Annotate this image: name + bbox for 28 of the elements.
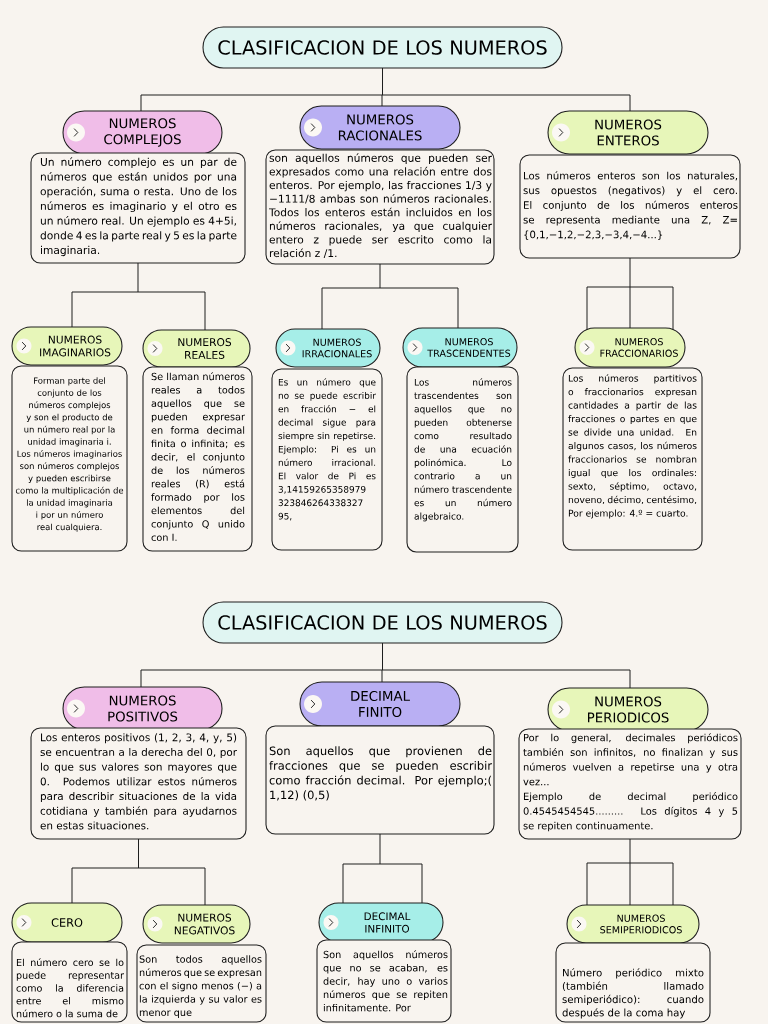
text-box: Los números partitivos o fraccionarios expresan cantidades a partir de las fracciones o partes en que se divide una unidad. En algunos casos, los números fraccionarios se nombran igual que los ordinales: sexto, séptimo, octavo, noveno, décimo, centésimo, Por ejemplo: 4.º = cuarto. xyxy=(562,367,703,551)
text-box: Un número complejo es un par de números que están unidos por una operación, suma o resta. Uno de los números es imaginario y el otro es un número real. Un ejemplo es 4+5i, donde 4 es la parte real y 5 es la parte imaginaria. xyxy=(30,152,246,264)
text-box: Son todos aquellos números que se expresan con el signo menos (−) a la izquierda y su valor es menor que xyxy=(136,944,267,1023)
connector-line xyxy=(71,838,206,906)
text-box: Por lo general, decimales periódicos también son infinitos, no finalizan y sus números vuelven a repetirse una y otra vez... Ejemplo de decimal periódico 0.4545454545......... Los dígitos 4 y 5 se repiten continuamente. xyxy=(518,728,742,840)
text-box: El número cero se lo puede representar como la diferencia entre el mismo número o la suma de xyxy=(11,941,128,1023)
heading-pill: NUMEROS RACIONALES xyxy=(299,105,461,150)
text-box: Los números enteros son los naturales, sus opuestos (negativos) y el cero. El conjunto de los números enteros se representa mediante una Z, Z= {0,1,−1,2,−2,3,−3,4,−4...} xyxy=(519,154,741,259)
connector-line xyxy=(586,838,674,906)
text-box: Los números trascendentes son aquellos que no pueden obtenerse como resultado de una ecuación polinómica. Lo contrario a un número trascendente es un número algebraico. xyxy=(406,366,519,553)
text-box: son aquellos números que pueden ser expresados como una relación entre dos enteros. Por ejemplo, las fracciones 1/3 y −1111/8 ambas son números racionales. Todos los enteros están incluidos en los números racionales, ya que cualquier entero z puede ser escrito como la relación z /1. xyxy=(265,149,495,265)
connector-line xyxy=(321,263,459,330)
title-pill: CLASIFICACION DE LOS NUMEROS xyxy=(202,601,563,644)
heading-pill: NUMEROS ENTEROS xyxy=(547,110,709,155)
connector-line xyxy=(140,67,631,112)
text-box: Son aquellos que provienen de fracciones que se pueden escribir como fracción decimal. Por ejemplo;( 1,12) (0,5) xyxy=(265,725,495,835)
title-pill: CLASIFICACION DE LOS NUMEROS xyxy=(202,26,563,69)
connector-line xyxy=(586,257,674,330)
connector-line xyxy=(140,642,631,689)
text-box: Son aquellos números que no se acaban, es decir, hay uno o varios números que se repiten infinitamente. Por xyxy=(316,939,452,1023)
text-box: Forman parte del conjunto de los números complejos y son el producto de un número real por la unidad imaginaria i. Los números imaginarios son números complejos y pueden escribirse como la multiplicación de la unidad imaginaria i por un número real cualquiera. xyxy=(11,365,128,552)
connector-line xyxy=(342,833,423,904)
text-box: Es un número que no se puede escribir en fracción − el decimal sigue para siempre sin repetirse. Ejemplo: Pi es un número irracional. El valor de Pi es 3,14159265358979 323846264338327 95, xyxy=(271,368,383,551)
connector-line xyxy=(71,262,206,331)
text-box: Se llaman números reales a todos aquellos que se pueden expresar en forma decimal finita o infinita; es decir, el conjunto de los números reales (R) está formado por los elementos del conjunto Q unido con I. xyxy=(142,366,253,552)
heading-pill: DECIMAL FINITO xyxy=(299,681,461,727)
text-box: Los enteros positivos (1, 2, 3, 4, y, 5) se encuentran a la derecha del 0, por lo que sus valores son mayores que 0. Podemos utilizar estos números para describir situaciones de la vida cotidiana y también para ayudarnos en estas situaciones. xyxy=(30,727,247,840)
text-box: Número periódico mixto (también llamado semiperiódico): cuando después de la coma hay xyxy=(555,942,711,1023)
